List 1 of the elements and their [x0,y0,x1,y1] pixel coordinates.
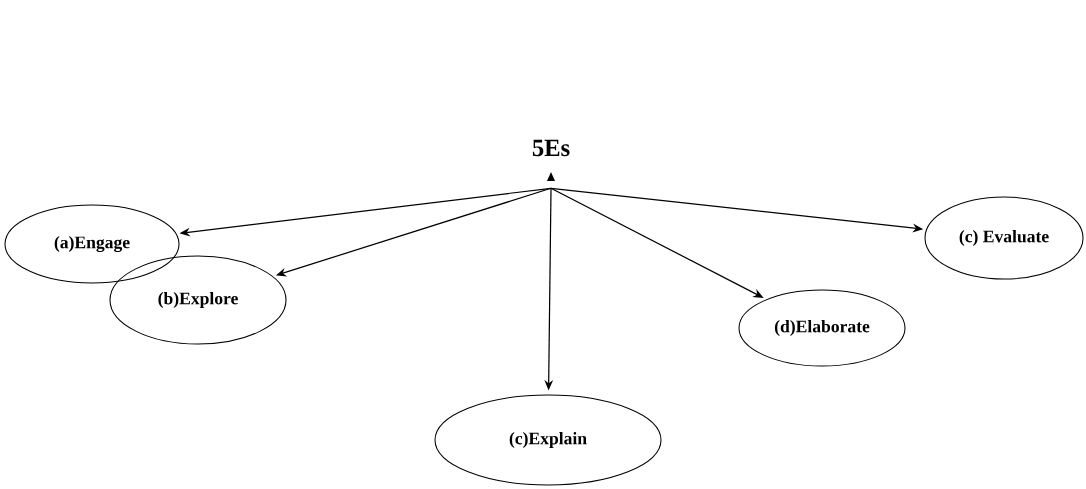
title-text: 5Es [532,139,570,157]
